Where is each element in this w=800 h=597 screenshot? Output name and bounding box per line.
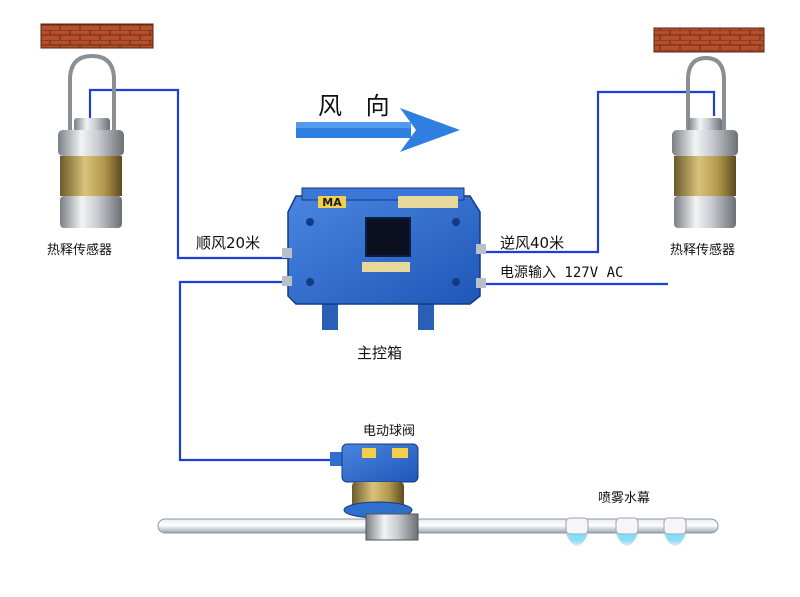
brick-ceiling-icon (653, 27, 765, 53)
ball-valve-icon (330, 443, 419, 541)
wind-direction-label: 风 向 (318, 92, 398, 120)
right-sensor-label: 热释传感器 (670, 243, 736, 258)
power-input-label: 电源输入 127V AC (500, 265, 624, 281)
control-box-icon: MA (282, 187, 486, 330)
left-sensor-label: 热释传感器 (47, 243, 113, 258)
downwind-label: 顺风20米 (196, 234, 261, 252)
brick-ceiling-icon (40, 23, 154, 49)
signal-wires (88, 88, 716, 462)
upwind-label: 逆风40米 (500, 234, 565, 252)
svg-text:MA: MA (322, 196, 342, 209)
wind-arrow-icon (296, 108, 460, 152)
main-box-label: 主控箱 (357, 344, 403, 362)
heat-sensor-icon (58, 53, 124, 228)
heat-sensor-icon (672, 55, 738, 228)
spray-nozzle-icon (565, 517, 687, 546)
spray-label: 喷雾水幕 (598, 491, 651, 506)
valve-label: 电动球阀 (363, 424, 416, 439)
